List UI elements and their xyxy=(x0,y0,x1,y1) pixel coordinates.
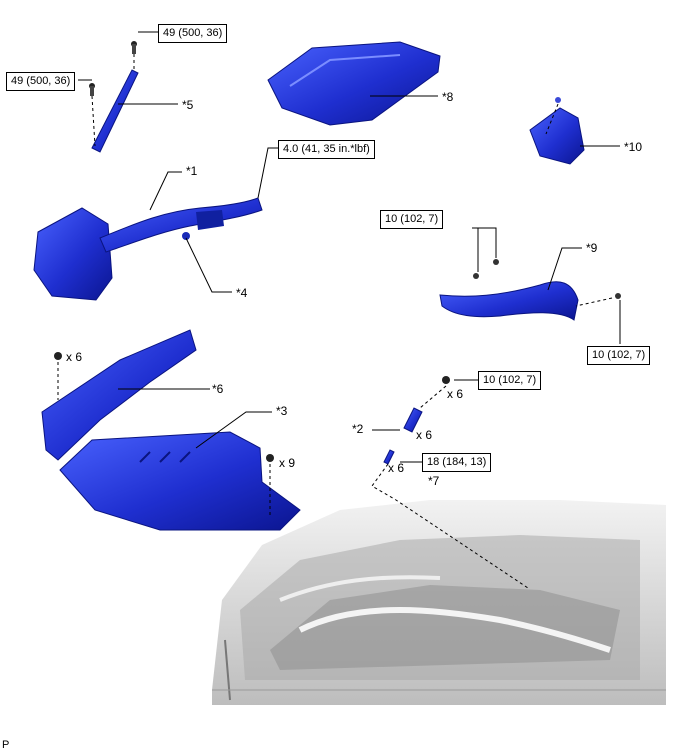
torque-spec-harness-bolt: 10 (102, 7) xyxy=(587,346,651,365)
part-2-ignition-coil xyxy=(403,376,450,433)
engine-bay-image xyxy=(212,500,666,705)
quantity-ignition-coil: x 6 xyxy=(416,428,433,442)
callout-part-9: *9 xyxy=(586,241,598,255)
dashed-guides xyxy=(57,54,613,589)
torque-spec-hose-clamp: 4.0 (41, 35 in.*lbf) xyxy=(278,140,375,159)
torque-spec-harness-nut: 10 (102, 7) xyxy=(380,210,444,229)
callout-part-5: *5 xyxy=(182,98,194,112)
part-7-spark-plug xyxy=(383,449,395,465)
part-6-cowl-cover xyxy=(41,329,197,461)
part-1-air-cleaner xyxy=(33,197,263,301)
callout-part-6: *6 xyxy=(212,382,224,396)
figure-code: P xyxy=(2,739,10,751)
part-9-wire-harness xyxy=(439,259,621,321)
callout-part-1: *1 xyxy=(186,164,198,178)
part-5-brace xyxy=(89,41,139,153)
callout-part-10: *10 xyxy=(624,140,643,154)
part-8-engine-cover xyxy=(267,41,441,126)
quantity-coil-bolt: x 6 xyxy=(447,387,464,401)
callout-part-2: *2 xyxy=(352,422,364,436)
callout-part-7: *7 xyxy=(428,474,440,488)
quantity-clip-undercover: x 9 xyxy=(279,456,296,470)
leader-lines xyxy=(78,31,621,463)
torque-spec-bolt-left: 49 (500, 36) xyxy=(6,72,76,91)
quantity-spark-plug: x 6 xyxy=(388,461,405,475)
torque-spec-bolt-top: 49 (500, 36) xyxy=(158,24,228,43)
torque-spec-spark-plug: 18 (184, 13) xyxy=(422,453,492,472)
part-10-bracket xyxy=(529,97,585,165)
callout-part-4: *4 xyxy=(236,286,248,300)
callout-part-8: *8 xyxy=(442,90,454,104)
quantity-clip-cowl: x 6 xyxy=(66,350,83,364)
part-3-undercover xyxy=(59,431,301,531)
torque-spec-coil-bolt: 10 (102, 7) xyxy=(478,371,542,390)
callout-part-3: *3 xyxy=(276,404,288,418)
